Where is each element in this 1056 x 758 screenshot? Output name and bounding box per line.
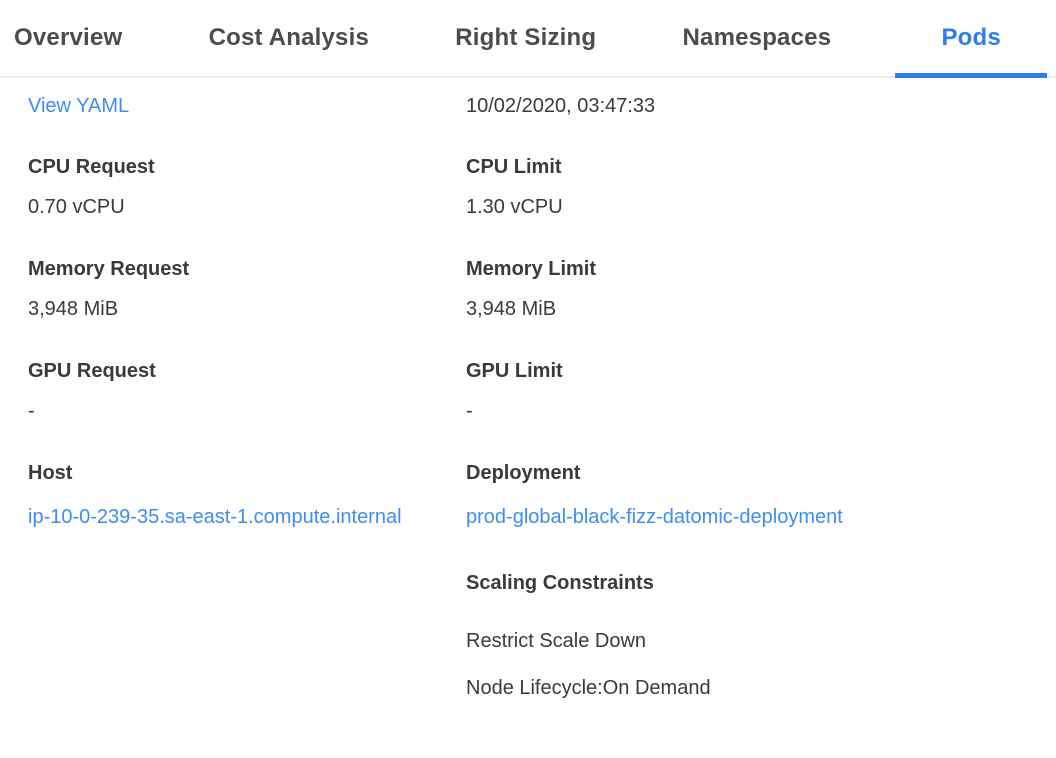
tab-overview[interactable]: Overview [14, 24, 123, 51]
cpu-request-value: 0.70 vCPU [28, 196, 125, 218]
tab-bar: Overview Cost Analysis Right Sizing Name… [0, 0, 1056, 78]
memory-limit-label: Memory Limit [466, 258, 597, 280]
memory-request-label: Memory Request [28, 258, 190, 280]
gpu-request-label: GPU Request [28, 360, 156, 382]
host-group: Host ip-10-0-239-35.sa-east-1.compute.in… [28, 462, 466, 699]
scaling-constraints-group: Scaling Constraints Restrict Scale Down … [466, 572, 1056, 699]
cpu-limit-group: CPU Limit 1.30 vCPU [466, 156, 1056, 218]
tab-namespaces[interactable]: Namespaces [682, 24, 832, 51]
host-label: Host [28, 462, 73, 484]
cpu-limit-label: CPU Limit [466, 156, 562, 178]
deployment-group: Deployment prod-global-black-fizz-datomi… [466, 462, 1056, 532]
memory-limit-value: 3,948 MiB [466, 298, 557, 320]
pod-details-panel: View YAML 10/02/2020, 03:47:33 CPU Reque… [0, 78, 1056, 739]
gpu-limit-group: GPU Limit - [466, 360, 1056, 422]
tab-pods[interactable]: Pods [895, 0, 1048, 78]
host-link[interactable]: ip-10-0-239-35.sa-east-1.compute.interna… [28, 506, 402, 528]
gpu-request-group: GPU Request - [28, 360, 466, 422]
deployment-link[interactable]: prod-global-black-fizz-datomic-deploymen… [466, 506, 843, 528]
gpu-request-value: - [28, 400, 35, 422]
tab-right-sizing[interactable]: Right Sizing [455, 24, 597, 51]
gpu-limit-value: - [466, 400, 473, 422]
memory-request-group: Memory Request 3,948 MiB [28, 258, 466, 320]
view-yaml-link[interactable]: View YAML [28, 95, 130, 117]
tab-cost-analysis[interactable]: Cost Analysis [208, 24, 369, 51]
memory-request-value: 3,948 MiB [28, 298, 119, 320]
deployment-and-scaling-column: Deployment prod-global-black-fizz-datomi… [466, 462, 1056, 739]
memory-limit-group: Memory Limit 3,948 MiB [466, 258, 1056, 320]
cpu-request-label: CPU Request [28, 156, 155, 178]
scaling-constraints-label: Scaling Constraints [466, 572, 654, 594]
cpu-request-group: CPU Request 0.70 vCPU [28, 156, 466, 218]
deployment-label: Deployment [466, 462, 581, 484]
pod-timestamp: 10/02/2020, 03:47:33 [466, 95, 656, 117]
gpu-limit-label: GPU Limit [466, 360, 563, 382]
scaling-constraint-restrict-scale-down: Restrict Scale Down [466, 630, 647, 652]
cpu-limit-value: 1.30 vCPU [466, 196, 563, 218]
scaling-constraint-node-lifecycle: Node Lifecycle:On Demand [466, 677, 711, 699]
